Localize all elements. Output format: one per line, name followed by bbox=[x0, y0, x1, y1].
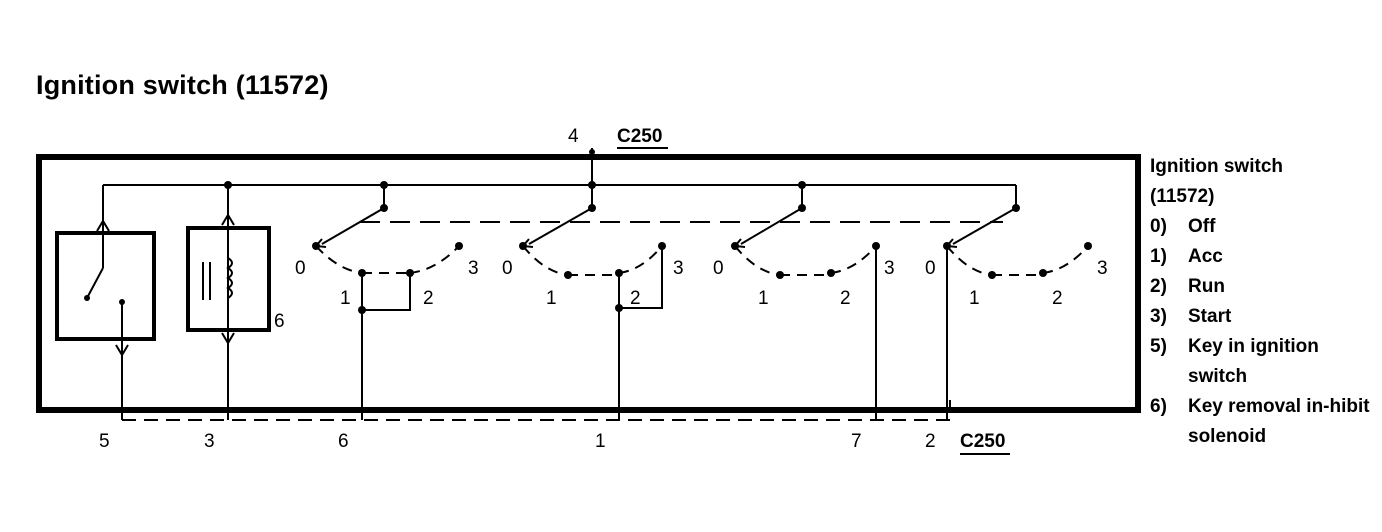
switch-deck-1: 0 1 2 3 bbox=[295, 185, 479, 420]
legend-text: Acc bbox=[1188, 246, 1223, 267]
solenoid-coil bbox=[226, 257, 233, 299]
legend-title-line1: Ignition switch bbox=[1150, 156, 1283, 177]
bottom-pin-5: 5 bbox=[99, 431, 110, 452]
deck3-pos-2: 2 bbox=[840, 288, 851, 309]
bottom-pin-2: 2 bbox=[925, 431, 936, 452]
deck1-pos-0: 0 bbox=[295, 258, 306, 279]
key-in-contact bbox=[84, 295, 90, 301]
deck2-pos-3: 3 bbox=[673, 258, 684, 279]
key-in-arrow-down bbox=[115, 344, 129, 357]
switch-deck-4: 0 1 2 3 bbox=[925, 185, 1108, 420]
solenoid-arrow-up bbox=[221, 213, 235, 226]
switch-deck-2: 0 1 2 3 bbox=[502, 185, 684, 420]
legend-key: 0) bbox=[1150, 216, 1167, 237]
legend-text: Run bbox=[1188, 276, 1225, 297]
deck4-pos-2: 2 bbox=[1052, 288, 1063, 309]
deck1-pos-1: 1 bbox=[340, 288, 351, 309]
bottom-pin-6: 6 bbox=[338, 431, 349, 452]
deck2-pos-2: 2 bbox=[630, 288, 641, 309]
deck4-pos-0: 0 bbox=[925, 258, 936, 279]
legend-key: 6) bbox=[1150, 396, 1167, 417]
legend-key: 5) bbox=[1150, 336, 1167, 357]
deck1-pos-3: 3 bbox=[468, 258, 479, 279]
legend-item: 0) Off bbox=[1150, 212, 1375, 242]
legend-key: 1) bbox=[1150, 246, 1167, 267]
switch-enclosure bbox=[36, 154, 1141, 413]
key-in-arrow-up bbox=[96, 219, 110, 232]
top-pin-label: 4 bbox=[568, 126, 579, 147]
legend-title-line2: (11572) bbox=[1150, 186, 1215, 207]
legend-key: 2) bbox=[1150, 276, 1167, 297]
deck4-pos-3: 3 bbox=[1097, 258, 1108, 279]
deck2-pos-1: 1 bbox=[546, 288, 557, 309]
legend-item: 2) Run bbox=[1150, 272, 1375, 302]
bottom-pin-3: 3 bbox=[204, 431, 215, 452]
output-linkage bbox=[122, 400, 951, 421]
deck2-pos-0: 0 bbox=[502, 258, 513, 279]
deck3-pos-3: 3 bbox=[884, 258, 895, 279]
deck3-pos-0: 0 bbox=[713, 258, 724, 279]
deck1-pos-2: 2 bbox=[423, 288, 434, 309]
diagram-title: Ignition switch (11572) bbox=[36, 70, 329, 100]
solenoid-arrow-down bbox=[221, 332, 235, 345]
pin4-entry-node bbox=[589, 149, 595, 155]
key-in-switch-box bbox=[55, 231, 156, 341]
bottom-pin-1: 1 bbox=[595, 431, 606, 452]
legend-item: 1) Acc bbox=[1150, 242, 1375, 272]
bottom-connector-label: C250 bbox=[960, 431, 1005, 452]
top-connector-label: C250 bbox=[617, 126, 662, 147]
legend-text: Key removal in-hibit solenoid bbox=[1188, 396, 1370, 447]
deck4-pos-1: 1 bbox=[969, 288, 980, 309]
deck3-pos-1: 1 bbox=[758, 288, 769, 309]
switch-deck-3: 0 1 2 3 bbox=[713, 185, 895, 420]
legend: Ignition switch (11572) 0) Off 1) Acc 2)… bbox=[1150, 152, 1375, 452]
bottom-pin-7: 7 bbox=[851, 431, 862, 452]
legend-text: Start bbox=[1188, 306, 1232, 327]
key-in-switch-blade bbox=[86, 267, 104, 299]
legend-item: 3) Start bbox=[1150, 302, 1375, 332]
solenoid-label: 6 bbox=[274, 311, 285, 332]
legend-item: 6) Key removal in-hibit solenoid bbox=[1150, 392, 1375, 452]
legend-item: 5) Key in ignition switch bbox=[1150, 332, 1375, 392]
legend-key: 3) bbox=[1150, 306, 1167, 327]
legend-text: Off bbox=[1188, 216, 1216, 237]
legend-text: Key in ignition switch bbox=[1188, 336, 1319, 387]
